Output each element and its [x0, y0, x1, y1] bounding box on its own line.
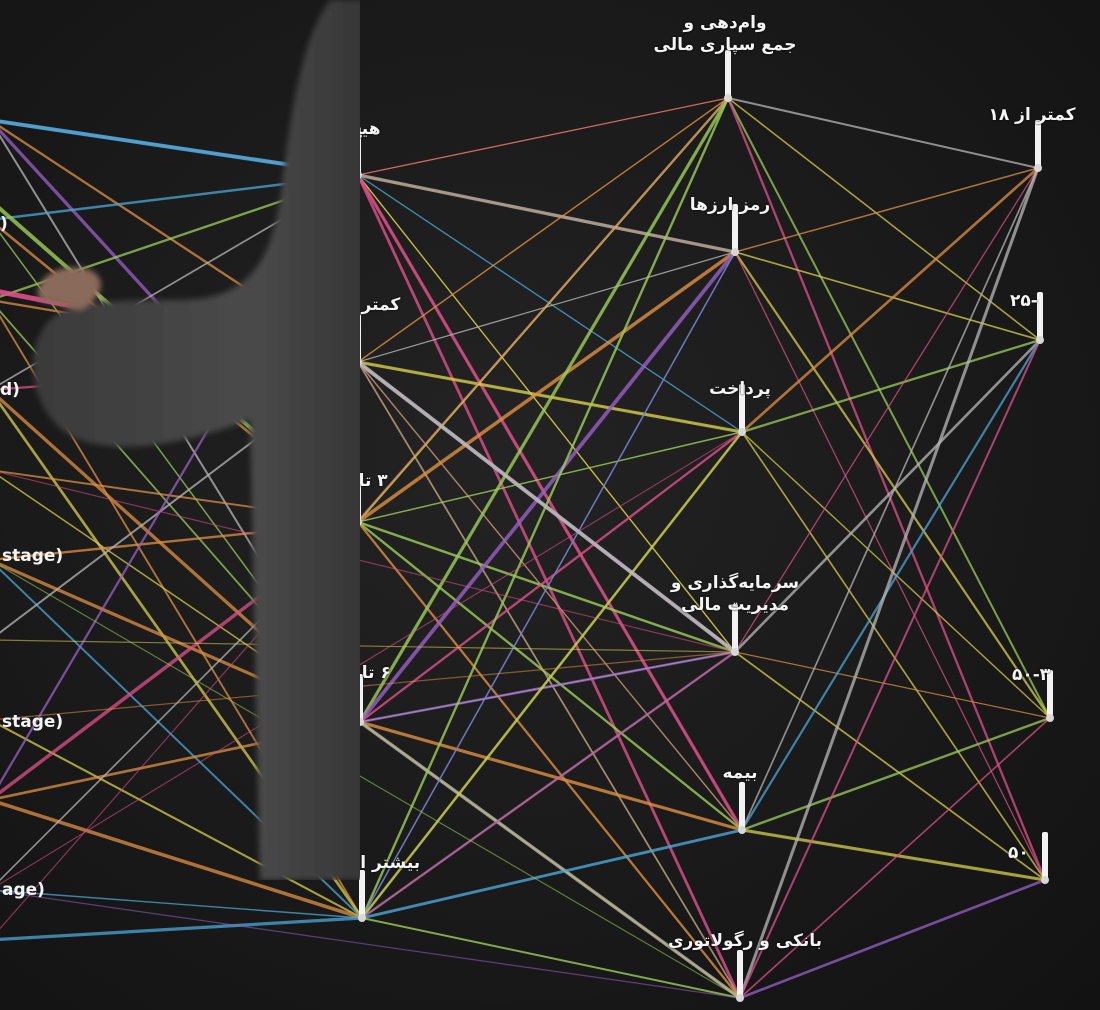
left-label-1: ) — [0, 214, 8, 234]
node-label-banking: بانکی و رگولاتوری — [667, 931, 823, 951]
node-label-crypto: رمز ارزها — [689, 195, 771, 215]
node-label-age-50b: ۵۰ — [1008, 843, 1029, 863]
presenter-figure — [33, 0, 360, 880]
node-label-payment: پرداخت — [709, 379, 771, 399]
left-label-4: stage) — [2, 712, 64, 732]
left-label-2: d) — [0, 380, 20, 400]
node-label-less-than-18: کمتر از ۱۸ — [988, 105, 1076, 125]
node-label-lending: وام‌دهی و جمع سپاری مالی — [653, 13, 797, 55]
node-label-age-50a: ۵۰-۳ — [1012, 665, 1051, 685]
node-label-insurance: بیمه — [722, 763, 758, 783]
left-label-5: age) — [2, 880, 45, 900]
left-label-3: stage) — [2, 546, 64, 566]
node-label-age-25: ۲۵- — [1010, 291, 1038, 311]
node-label-investment: سرمایه‌گذاری و مدیریت مالی — [670, 573, 800, 615]
